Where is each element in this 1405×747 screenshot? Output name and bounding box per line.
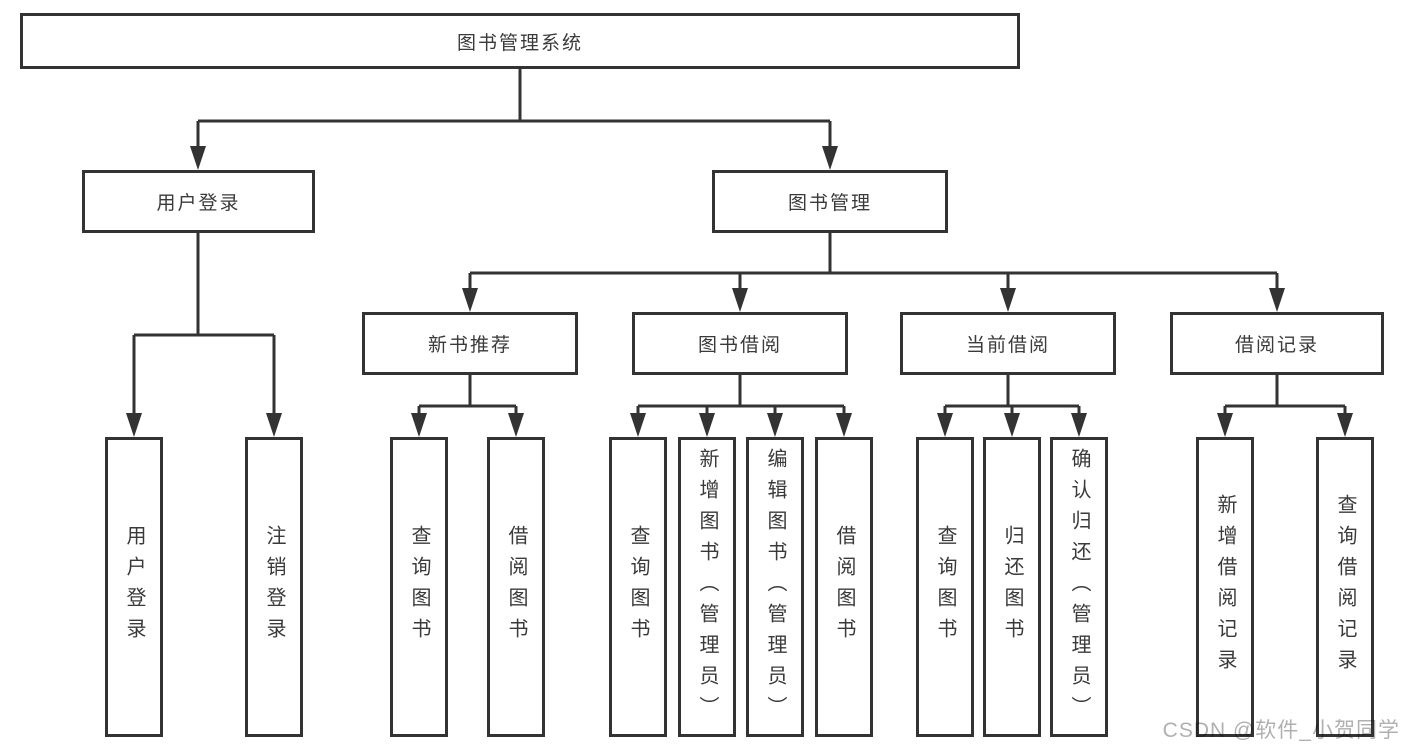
leaf-user-login: 用户登录 — [105, 437, 163, 737]
leaf-label: 归还图书 — [1001, 525, 1023, 649]
leaf-label: 确认归还（管理员） — [1068, 447, 1090, 727]
node-book-borrow: 图书借阅 — [632, 312, 848, 375]
leaf-label: 注销登录 — [263, 525, 285, 649]
csdn-watermark: CSDN @软件_小贺同学 — [1162, 719, 1400, 742]
leaf-add-book-admin: 新增图书（管理员） — [678, 437, 736, 737]
leaf-label: 查询图书 — [934, 525, 956, 649]
leaf-label: 借阅图书 — [505, 525, 527, 649]
leaf-logout: 注销登录 — [245, 437, 303, 737]
arrowheads — [126, 146, 1353, 437]
connector-root-bus — [198, 69, 830, 123]
node-root-library-system: 图书管理系统 — [20, 13, 1020, 69]
connector-arrow-stems — [132, 121, 1347, 415]
connector-book-borrow-bus — [638, 375, 844, 408]
leaf-label: 用户登录 — [123, 525, 145, 649]
node-borrow-record: 借阅记录 — [1170, 312, 1384, 375]
leaf-borrow-book-recommend: 借阅图书 — [487, 437, 545, 737]
leaf-borrow-book: 借阅图书 — [815, 437, 873, 737]
connector-current-borrow-bus — [945, 375, 1079, 408]
connector-new-book-bus — [419, 375, 516, 408]
leaf-label: 查询借阅记录 — [1334, 494, 1356, 680]
connector-user-login-bus — [134, 233, 274, 337]
leaf-label: 借阅图书 — [833, 525, 855, 649]
leaf-label: 查询图书 — [408, 525, 430, 649]
leaf-query-book-recommend: 查询图书 — [390, 437, 448, 737]
leaf-label: 查询图书 — [627, 525, 649, 649]
node-user-login: 用户登录 — [82, 170, 315, 233]
leaf-edit-book-admin: 编辑图书（管理员） — [746, 437, 804, 737]
node-current-borrow: 当前借阅 — [900, 312, 1116, 375]
connector-book-management-bus — [470, 233, 1277, 275]
leaf-label: 新增借阅记录 — [1214, 494, 1236, 680]
leaf-confirm-return-admin: 确认归还（管理员） — [1050, 437, 1108, 737]
leaf-label: 编辑图书（管理员） — [764, 447, 786, 727]
node-book-management: 图书管理 — [712, 170, 948, 233]
node-new-book-recommend: 新书推荐 — [362, 312, 578, 375]
leaf-query-book-borrow: 查询图书 — [609, 437, 667, 737]
leaf-query-borrow-record: 查询借阅记录 — [1316, 437, 1374, 737]
leaf-return-book: 归还图书 — [983, 437, 1041, 737]
leaf-query-book-current: 查询图书 — [916, 437, 974, 737]
leaf-label: 新增图书（管理员） — [696, 447, 718, 727]
connector-borrow-record-bus — [1225, 375, 1345, 408]
leaf-add-borrow-record: 新增借阅记录 — [1196, 437, 1254, 737]
